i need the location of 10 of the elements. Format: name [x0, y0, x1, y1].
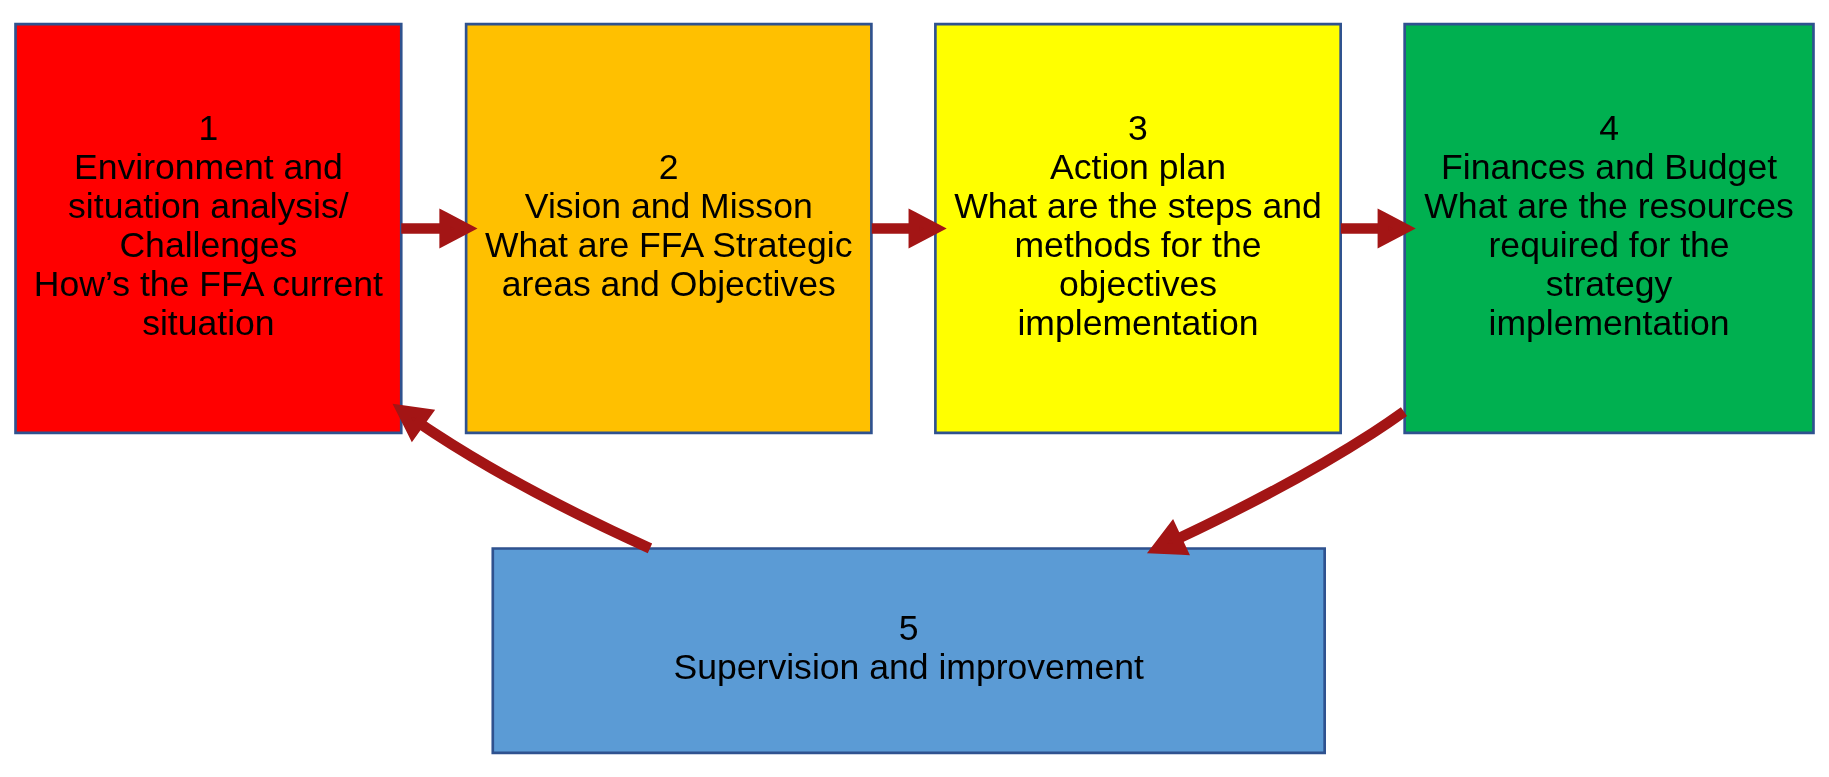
node-box: 5 Supervision and improvement	[491, 547, 1326, 755]
node-box: 4 Finances and Budget What are the resources required for the strategy implementation	[1403, 22, 1815, 435]
arrow	[871, 208, 947, 249]
arrow	[1340, 208, 1416, 249]
node-box: 1 Environment and situation analysis/ Challenges How’s the FFA current situation	[14, 22, 403, 435]
arrow	[1146, 407, 1408, 556]
arrow	[392, 403, 653, 554]
node-box: 3 Action plan What are the steps and methods for the objectives implementation	[934, 22, 1342, 435]
node-box: 2 Vision and Misson What are FFA Strategic areas and Objectives	[464, 22, 873, 435]
arrow	[401, 208, 478, 249]
